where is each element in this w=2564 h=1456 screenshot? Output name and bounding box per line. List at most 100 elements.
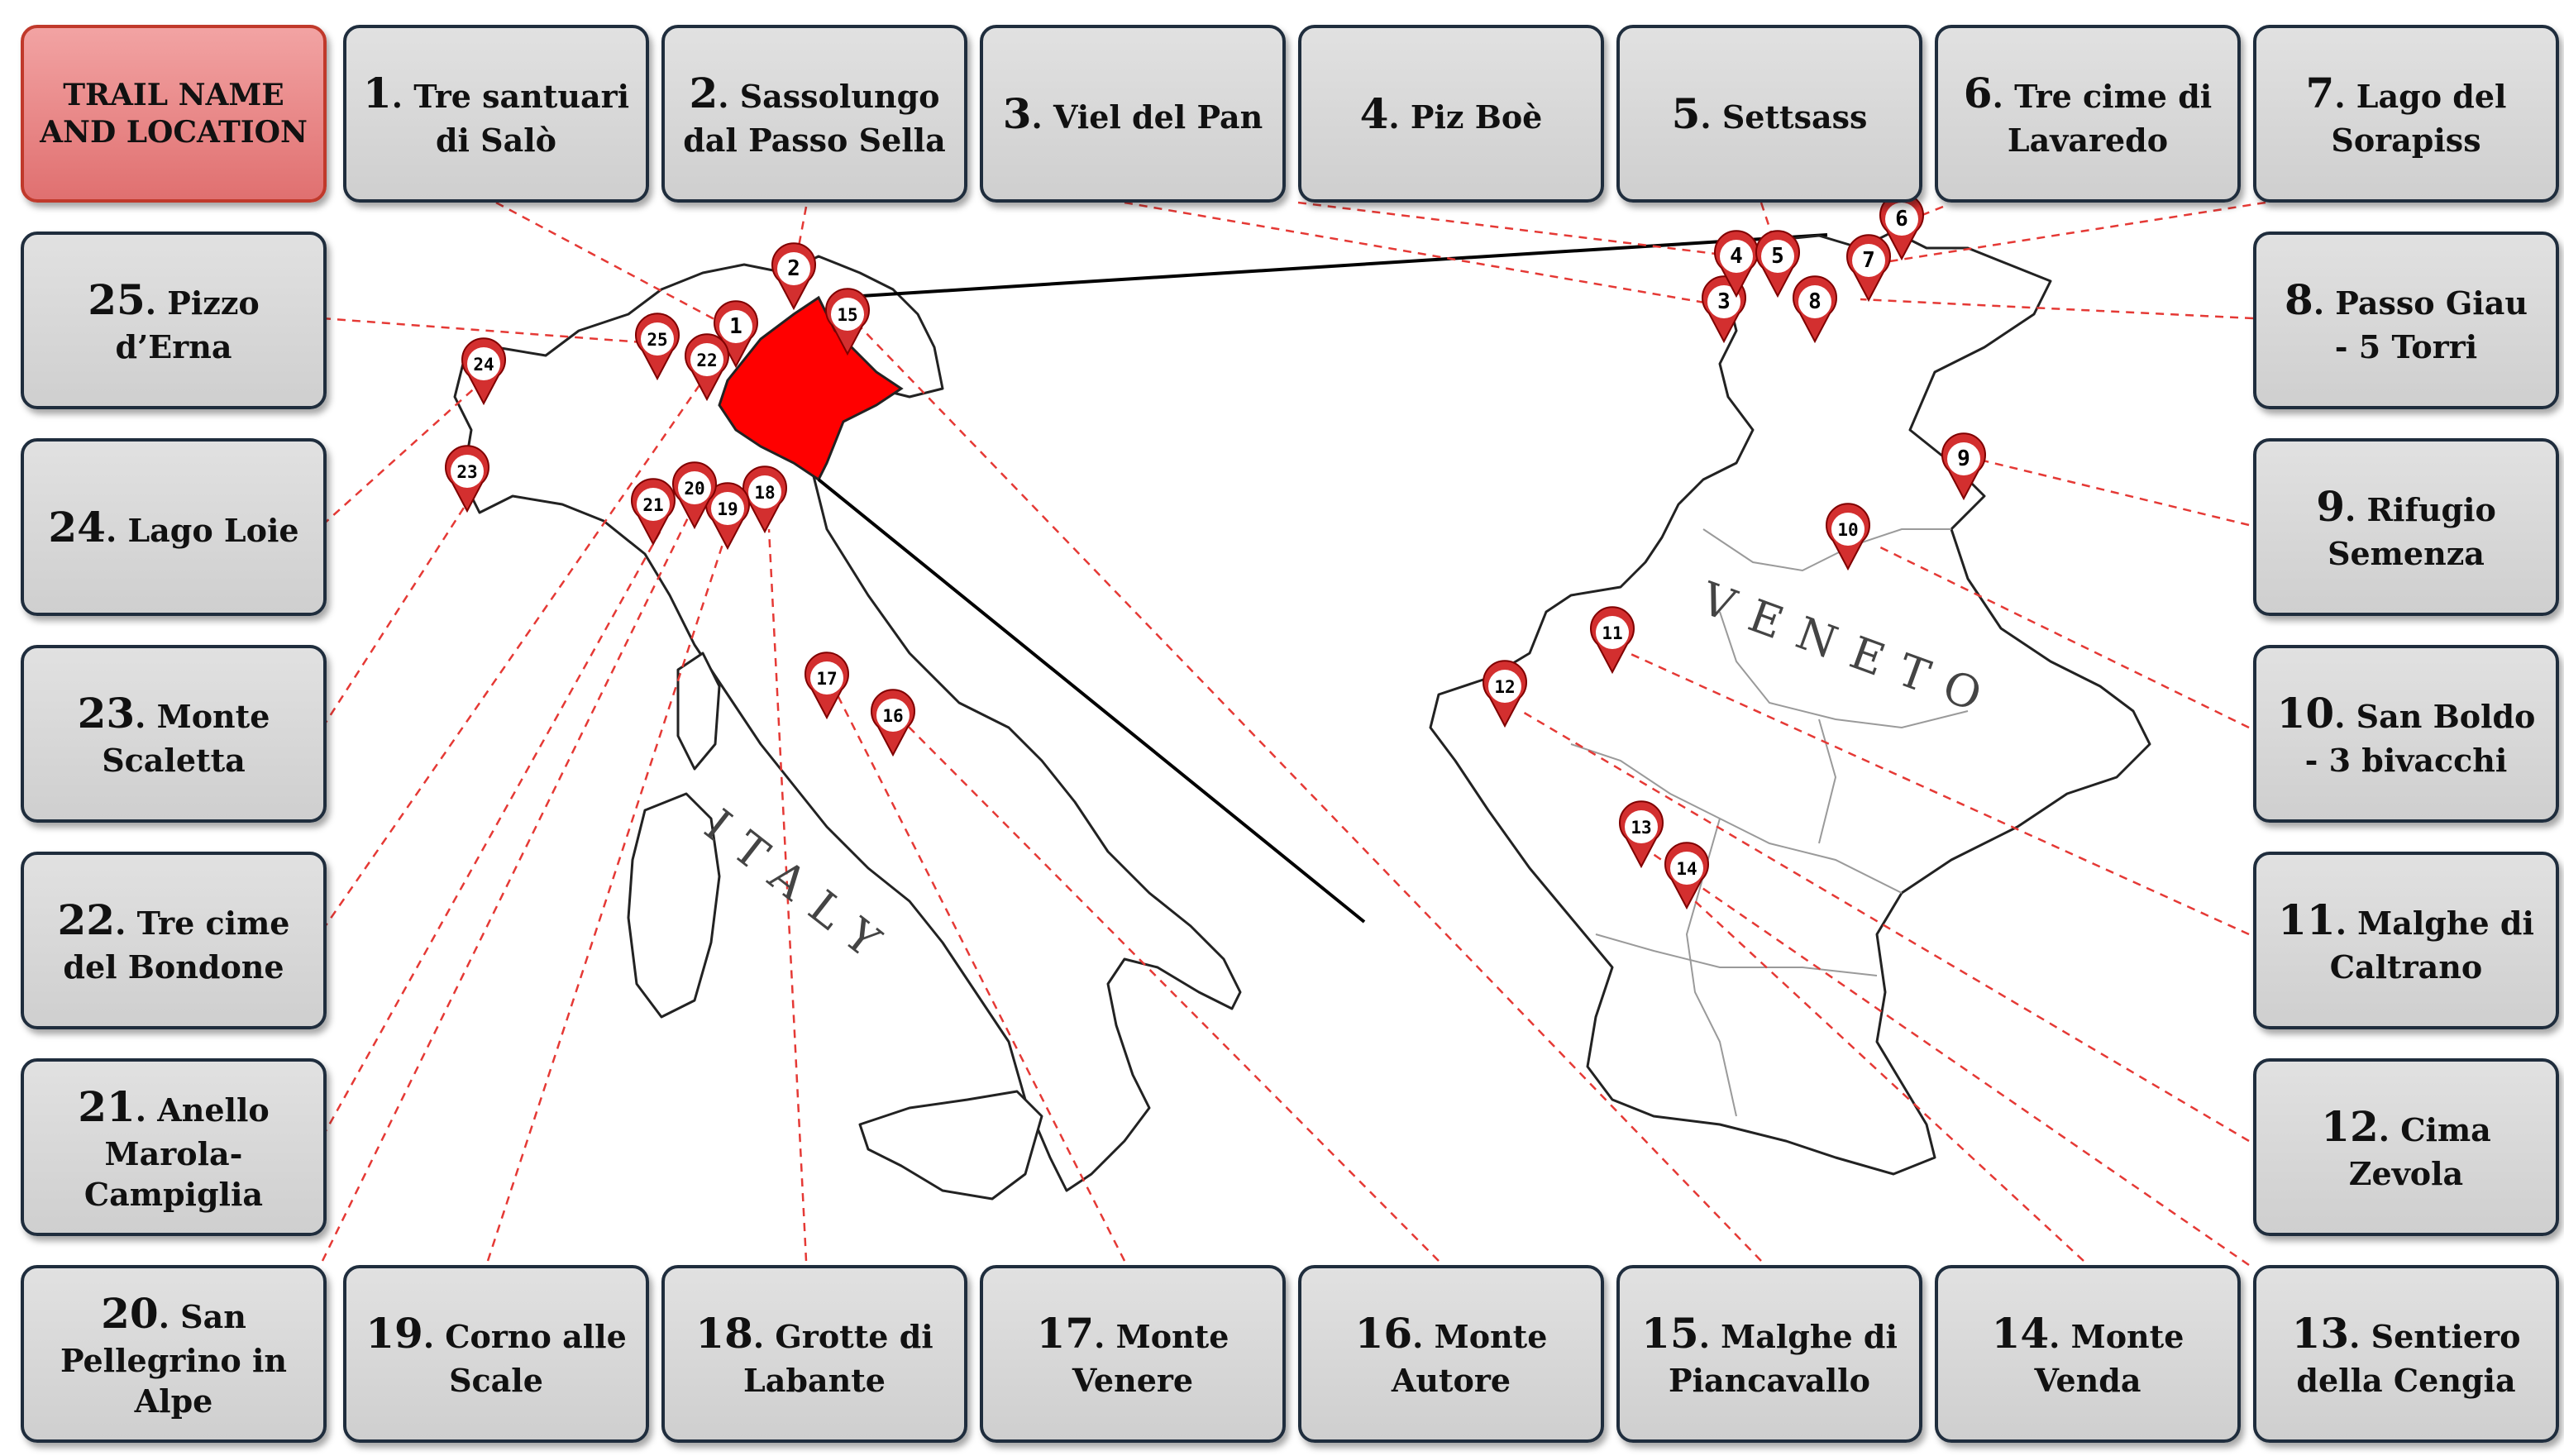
map-marker-label: 12 [1494,677,1515,697]
trail-name-line2: d’Erna [115,328,232,366]
trail-box-8: 8. Passo Giau- 5 Torri [2253,232,2559,409]
trail-number-dot: . [145,284,168,322]
map-marker-2: 2 [771,242,816,311]
map-marker-17: 17 [805,652,849,720]
trail-text: 8. Passo Giau- 5 Torri [2285,273,2528,367]
trail-number-dot: . [1698,1318,1721,1356]
map-marker-25: 25 [635,313,680,381]
trail-name-line2: Pellegrino in [60,1341,288,1379]
trail-name-line1: Lago Loie [127,512,299,549]
trail-text: 3. Viel del Pan [1003,87,1263,141]
trail-box-3: 3. Viel del Pan [980,25,1286,203]
trail-name-line2: Scaletta [102,742,246,780]
trail-number: 5 [1671,89,1701,138]
map-marker-label: 16 [882,706,903,726]
map-marker-7: 7 [1846,234,1891,303]
trail-number: 15 [1641,1309,1699,1358]
veneto-zoom-map [1429,230,2151,1176]
sicily [858,1090,1043,1201]
trail-name-line1: Tre cime [136,905,290,943]
trail-number-dot: . [135,1091,158,1129]
trail-number-dot: . [423,1318,446,1356]
trail-number: 21 [78,1081,136,1131]
trail-name-line1: Rifugio [2366,491,2496,529]
trail-number: 18 [695,1309,753,1358]
province-borders [1570,528,1969,1117]
map-marker-label: 2 [787,256,800,281]
trail-number: 10 [2276,689,2335,738]
trail-text: 24. Lago Loie [48,500,298,554]
trail-name-line1: Corno alle [445,1318,627,1356]
trail-name-line2: Sorapiss [2331,122,2481,160]
trail-name-line1: Monte [1434,1318,1548,1356]
trail-name-line3: Alpe [134,1382,213,1420]
trail-name-line1: Monte [156,698,270,736]
trail-number: 4 [1359,89,1389,138]
trail-name-line1: Cima [2400,1111,2491,1149]
trail-number: 20 [101,1288,159,1338]
trail-number-dot: . [2344,491,2367,529]
trail-number: 16 [1354,1309,1413,1358]
trail-name-line2: - 3 bivacchi [2304,742,2508,780]
trail-text: 5. Settsass [1672,87,1868,141]
veneto-highlight [718,295,904,482]
map-marker-1: 1 [714,300,758,369]
trail-name-line2: Venda [2034,1362,2141,1400]
map-marker-20: 20 [672,461,717,530]
trail-name-line1: Grotte di [775,1318,933,1356]
trail-name-line2: Lavaredo [2007,122,2169,160]
trail-number: 25 [88,275,146,325]
trail-number: 12 [2321,1102,2379,1152]
trail-name-line1: Sentiero [2371,1318,2521,1356]
map-marker-9: 9 [1941,432,1986,501]
trail-number: 23 [77,689,136,738]
map-marker-18: 18 [742,465,787,534]
trail-number-dot: . [1094,1318,1116,1356]
trail-name-line2: della Cengia [2296,1362,2516,1400]
trail-name-line1: Piz Boè [1410,98,1543,136]
map-marker-24: 24 [461,337,506,406]
trail-name-line2: Venere [1072,1362,1194,1400]
trail-name-line2: - 5 Torri [2334,328,2478,366]
trail-text: 4. Piz Boè [1360,87,1543,141]
trail-name-line1: Malghe di [2357,905,2534,943]
map-marker-14: 14 [1664,842,1709,910]
trail-number-dot: . [1992,78,2015,116]
map-marker-21: 21 [631,478,676,547]
map-marker-12: 12 [1483,660,1527,728]
trail-number: 13 [2291,1309,2350,1358]
map-marker-label: 21 [642,495,663,515]
trail-name-line2: Marola- [104,1134,243,1172]
trail-box-4: 4. Piz Boè [1298,25,1604,203]
title-line1: TRAIL NAME [63,77,284,112]
trail-number: 14 [1991,1309,2050,1358]
map-marker-label: 10 [1837,520,1858,540]
trail-number-dot: . [2313,284,2336,322]
title-line2: AND LOCATION [40,114,308,150]
veneto-outline [1429,230,2151,1176]
trail-name-line1: Malghe di [1721,1318,1898,1356]
trail-number: 2 [689,69,719,118]
trail-name-line1: Passo Giau [2335,284,2528,322]
